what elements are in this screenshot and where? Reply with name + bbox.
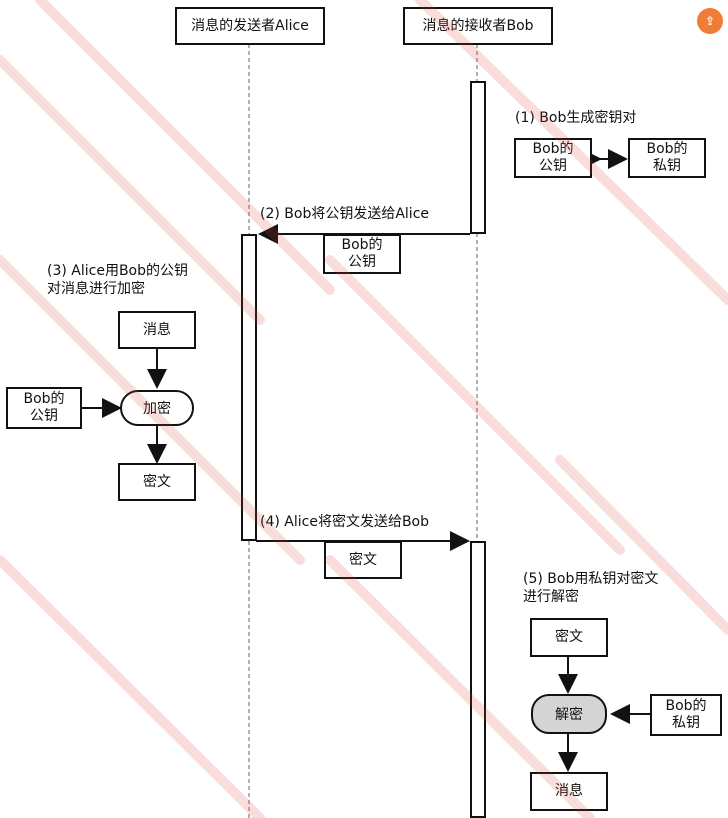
bob-activation-2	[470, 541, 486, 818]
share-icon[interactable]: ⇪	[697, 8, 723, 34]
step4-ciphertext-box: 密文	[324, 541, 402, 579]
receiver-title: 消息的接收者Bob	[422, 17, 534, 34]
step5-ciphertext: 密文	[555, 629, 583, 645]
step2-public-key: Bob的 公钥	[341, 237, 383, 270]
step5-private-key-box: Bob的 私钥	[650, 694, 722, 736]
step5-label: (5) Bob用私钥对密文 进行解密	[523, 571, 659, 605]
decrypt-process: 解密	[531, 694, 607, 734]
step2-label: (2) Bob将公钥发送给Alice	[260, 206, 430, 222]
receiver-header: 消息的接收者Bob	[403, 7, 553, 45]
alice-activation	[241, 234, 257, 541]
decrypt-label: 解密	[555, 707, 583, 723]
step5-message-box: 消息	[530, 772, 608, 811]
step4-ciphertext: 密文	[349, 551, 377, 568]
step3-message-box: 消息	[118, 311, 196, 349]
encrypt-label: 加密	[143, 401, 171, 417]
sender-header: 消息的发送者Alice	[175, 7, 325, 45]
step4-label: (4) Alice将密文发送给Bob	[260, 514, 430, 530]
bob-activation-1	[470, 81, 486, 234]
step5-message: 消息	[555, 783, 583, 799]
step1-public-key-box: Bob的 公钥	[514, 138, 592, 178]
step3-public-key: Bob的 公钥	[23, 391, 65, 424]
step5-ciphertext-box: 密文	[530, 618, 608, 657]
step1-private-key: Bob的 私钥	[646, 141, 688, 174]
step5-private-key: Bob的 私钥	[665, 698, 707, 731]
step1-public-key: Bob的 公钥	[532, 141, 574, 174]
step3-ciphertext: 密文	[143, 473, 171, 490]
sender-title: 消息的发送者Alice	[191, 17, 309, 34]
step3-public-key-box: Bob的 公钥	[6, 387, 82, 429]
step2-public-key-box: Bob的 公钥	[323, 234, 401, 274]
step3-message: 消息	[143, 321, 171, 338]
step1-label: (1) Bob生成密钥对	[515, 110, 637, 126]
step3-label: (3) Alice用Bob的公钥 对消息进行加密	[47, 263, 189, 297]
encrypt-process: 加密	[120, 390, 194, 426]
step1-private-key-box: Bob的 私钥	[628, 138, 706, 178]
step3-ciphertext-box: 密文	[118, 463, 196, 501]
